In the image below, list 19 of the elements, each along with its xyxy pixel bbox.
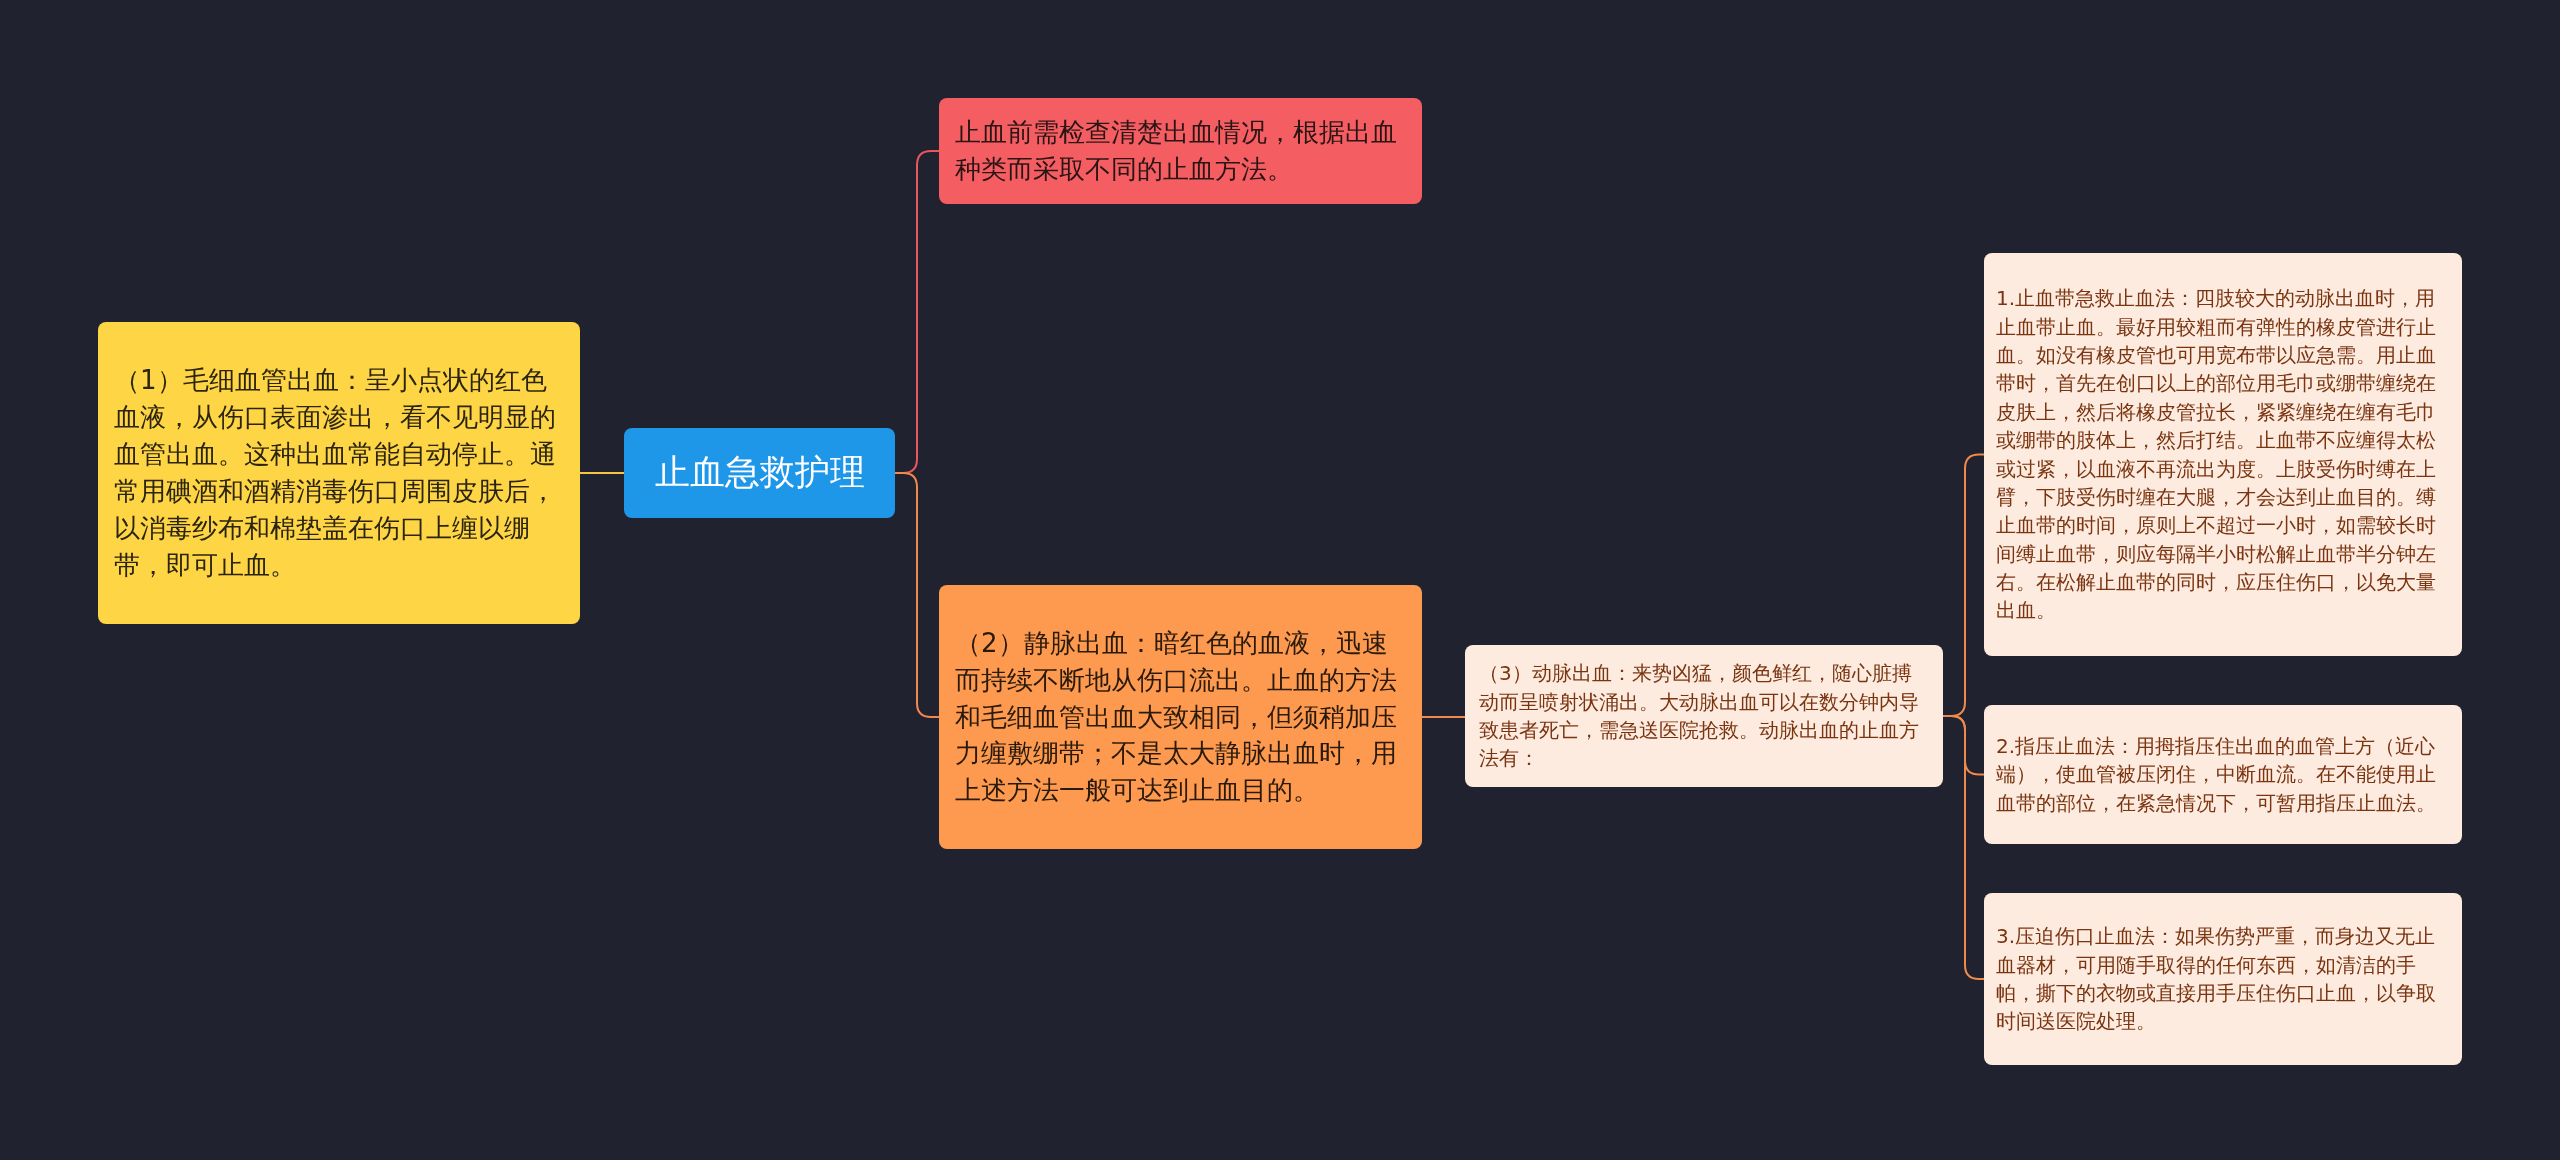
subtopic-text: 2.指压止血法：用拇指压住出血的血管上方（近心端），使血管被压闭住，中断血流。在不能使用止血带的部位，在紧急情况下，可暂用指压止血法。 [1996, 732, 2437, 817]
root-topic-box [624, 428, 895, 518]
topic-text: （1）毛细血管出血：呈小点状的红色血液，从伤口表面渗出，看不见明显的血管出血。这种出血常能自动停止。通常用碘酒和酒精消毒伤口周围皮肤后，以消毒纱布和棉垫盖在伤口上缠以绷带，即可止血。 [114, 364, 557, 582]
connector-line [1942, 715, 1985, 980]
root-topic-text: 止血急救护理 [653, 451, 866, 495]
subtopic-box [1984, 253, 2462, 656]
subtopic-box [1984, 705, 2462, 844]
topic-box [939, 585, 1422, 849]
topic-text: （2）静脉出血：暗红色的血液，迅速而持续不断地从伤口流出。止血的方法和毛细血管出血大致相同，但须稍加压力缠敷绷带；不是太大静脉出血时，用上述方法一般可达到止血目的。 [955, 626, 1398, 808]
subtopic-text: 1.止血带急救止血法：四肢较大的动脉出血时，用止血带止血。最好用较粗而有弹性的橡皮管进行止血。如没有橡皮管也可用宽布带以应急需。用止血带时，首先在创口以上的部位用毛巾或绷带缠绕在皮肤上，然后将橡皮管拉长，紧紧缠绕在缠有毛巾或绷带的肢体上，然后打结。止血带不应缠得太松或过紧，以血液不再流出为度。上肢受伤时缚在上臂，下肢受伤时缠在大腿，才会达到止血目的。缚止血带的时间，原则上不超过一小时，如需较长时间缚止血带，则应每隔半小时松解止血带半分钟左右。在松解止血带的同时，应压住伤口，以免大量出血。 [1996, 285, 2437, 625]
topic-text: 止血前需检查清楚出血情况，根据出血种类而采取不同的止血方法。 [955, 116, 1398, 186]
topic-box [98, 322, 580, 624]
connector-line [579, 472, 625, 474]
topic-box [939, 98, 1422, 204]
subtopic-box [1984, 893, 2462, 1065]
subtopic-text: （3）动脉出血：来势凶猛，颜色鲜红，随心脏搏动而呈喷射状涌出。大动脉出血可以在数分钟内导致患者死亡，需急送医院抢救。动脉出血的止血方法有： [1479, 660, 1920, 773]
connector-line [1421, 716, 1466, 718]
subtopic-text: 3.压迫伤口止血法：如果伤势严重，而身边又无止血器材，可用随手取得的任何东西，如清洁的手帕，撕下的衣物或直接用手压住伤口止血，以争取时间送医院处理。 [1996, 923, 2437, 1036]
subtopic-box [1465, 645, 1943, 787]
